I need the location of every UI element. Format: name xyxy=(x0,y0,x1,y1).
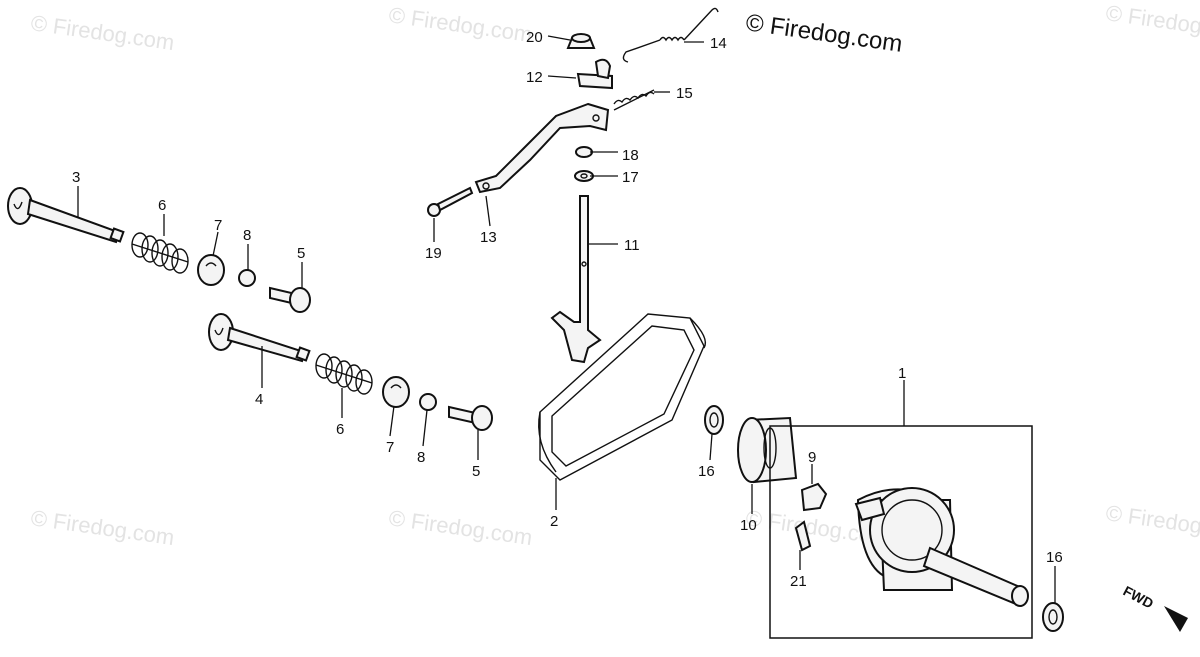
callout-5: 5 xyxy=(297,245,305,262)
watermark: © Firedog.com xyxy=(387,2,534,47)
valve-upper xyxy=(7,187,125,244)
washer-17 xyxy=(574,170,594,182)
cap-nut xyxy=(566,33,596,49)
valve-guide-upper xyxy=(269,286,311,313)
valve-retainer-lower xyxy=(382,376,410,408)
tensioner-rod xyxy=(550,195,602,364)
callout-11: 11 xyxy=(624,237,640,254)
callout-16: 16 xyxy=(698,463,715,480)
callouts: 3 6 7 8 5 4 6 7 8 5 2 16 10 9 21 1 16 11… xyxy=(72,29,1063,590)
pin-21 xyxy=(794,520,812,552)
washer-16-lower xyxy=(1042,602,1064,632)
callout-5: 5 xyxy=(472,463,480,480)
callout-21: 21 xyxy=(790,573,807,590)
fwd-label: FWD xyxy=(1121,583,1157,612)
callout-6: 6 xyxy=(158,197,166,214)
tensioner-arm xyxy=(474,102,610,194)
valve-lower xyxy=(208,313,311,363)
valve-cotter-upper xyxy=(238,269,256,287)
callout-20: 20 xyxy=(526,29,543,46)
callout-14: 14 xyxy=(710,35,727,52)
leader-lines xyxy=(77,35,1056,603)
callout-9: 9 xyxy=(808,449,816,466)
valve-guide-lower xyxy=(448,405,493,431)
watermark: © Firedog.com xyxy=(29,505,176,550)
callout-8: 8 xyxy=(417,449,425,466)
tensioner-lifter xyxy=(576,58,613,90)
watermark: © Firedog.com xyxy=(1104,500,1200,545)
watermark: © Firedog.com xyxy=(1104,0,1200,45)
valve-spring-upper xyxy=(131,232,189,274)
valve-retainer-upper xyxy=(197,254,225,286)
camshaft-assembly-box xyxy=(769,425,1033,639)
copyright-label: © Firedog.com xyxy=(744,9,904,58)
callout-6: 6 xyxy=(336,421,344,438)
cam-sprocket-collar xyxy=(737,416,798,484)
valve-cotter-lower xyxy=(419,393,437,411)
washer-16-upper xyxy=(704,405,724,435)
spring-15 xyxy=(613,89,655,111)
valve-spring-lower xyxy=(315,353,373,395)
callout-10: 10 xyxy=(740,517,757,534)
cam-chain xyxy=(538,313,707,481)
callout-7: 7 xyxy=(386,439,394,456)
callout-8: 8 xyxy=(243,227,251,244)
callout-16: 16 xyxy=(1046,549,1063,566)
fwd-arrow: FWD xyxy=(1121,583,1188,632)
callout-18: 18 xyxy=(622,147,639,164)
nut-9 xyxy=(800,482,828,512)
callout-12: 12 xyxy=(526,69,543,86)
watermark: © Firedog.com xyxy=(387,505,534,550)
callout-15: 15 xyxy=(676,85,693,102)
washer-18 xyxy=(575,146,593,158)
spring-14 xyxy=(622,7,719,63)
camshaft xyxy=(854,487,1029,607)
bolt-19 xyxy=(427,186,474,217)
callout-17: 17 xyxy=(622,169,639,186)
callout-3: 3 xyxy=(72,169,80,186)
watermark: © Firedog.com xyxy=(29,10,176,55)
callout-19: 19 xyxy=(425,245,442,262)
callout-1: 1 xyxy=(898,365,906,382)
callout-13: 13 xyxy=(480,229,497,246)
callout-4: 4 xyxy=(255,391,263,408)
callout-7: 7 xyxy=(214,217,222,234)
callout-2: 2 xyxy=(550,513,558,530)
